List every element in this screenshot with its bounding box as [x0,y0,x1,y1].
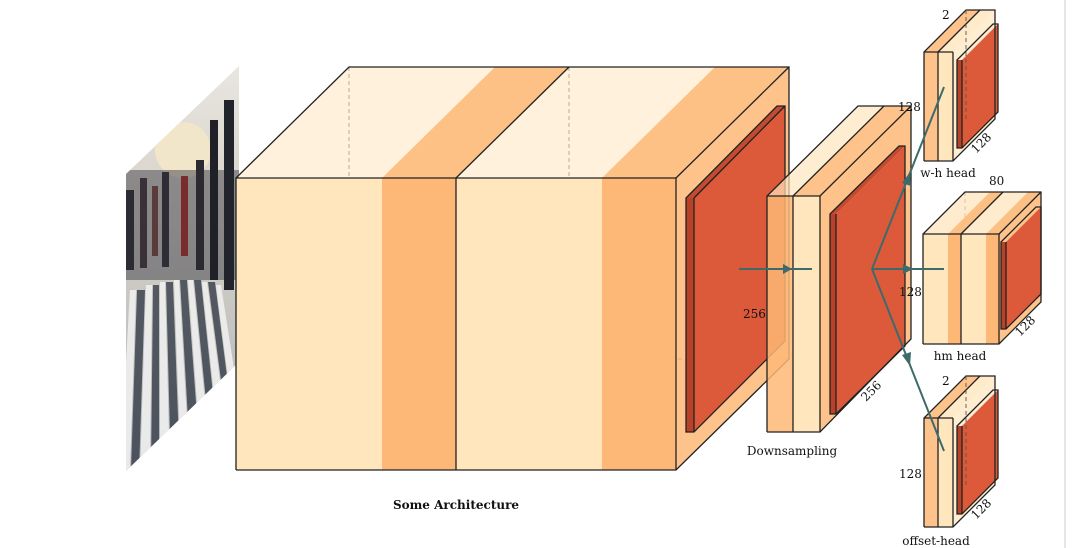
down-top-label: 128 [898,100,921,114]
offset-head-block: 2 128 128 offset-head [899,374,998,548]
downsampling-caption: Downsampling [747,444,838,458]
offset-left-label: 128 [899,467,922,481]
hm-top-label: 80 [989,174,1004,188]
offset-top-label: 2 [942,374,950,388]
wh-head-caption: w-h head [920,166,976,180]
offset-head-caption: offset-head [902,534,970,548]
wh-head-block: 2 128 w-h head [920,8,998,180]
main-architecture-block: 256 Some Architecture [236,67,789,512]
hm-head-caption: hm head [934,349,987,363]
main-depth-label: 256 [743,307,766,321]
input-image [120,66,250,471]
hm-left-label: 128 [899,285,922,299]
main-block-caption: Some Architecture [393,498,519,512]
arrowhead-to-offset-head [902,352,911,366]
wh-top-label: 2 [942,8,950,22]
page-scrollbar[interactable] [1064,0,1066,548]
